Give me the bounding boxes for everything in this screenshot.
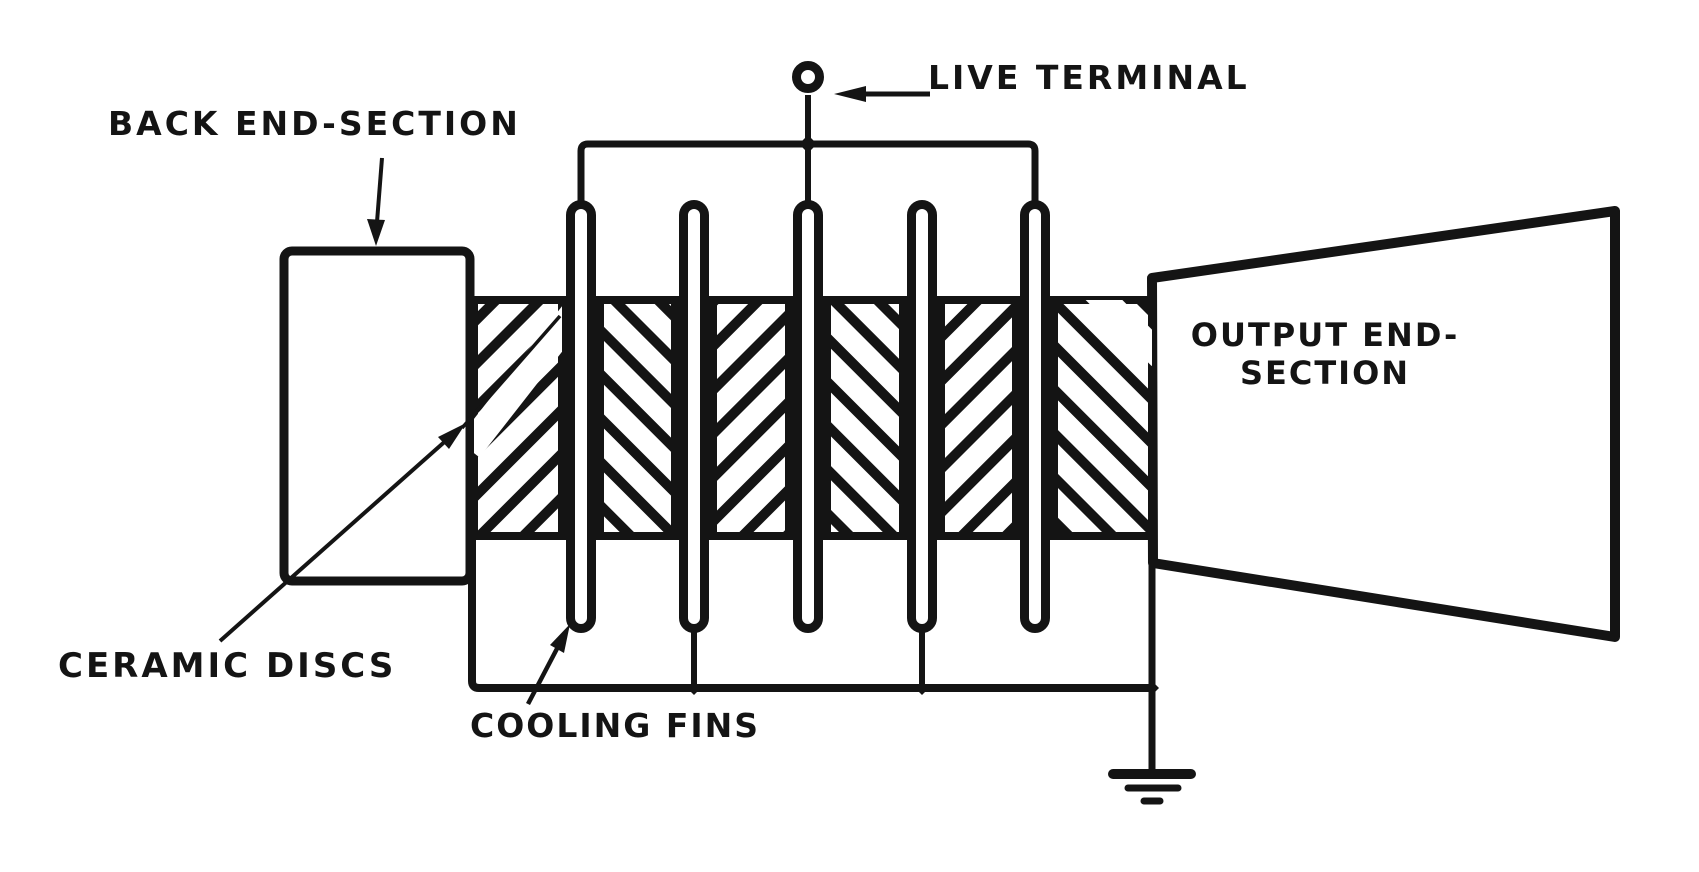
arrowhead (367, 219, 385, 246)
live-bus-wiring (577, 61, 1039, 206)
cooling-fins-label: COOLING FINS (470, 706, 761, 745)
ceramic-disc-segment (937, 296, 1020, 540)
arrowhead (438, 423, 466, 449)
ceramic-discs-label: CERAMIC DISCS (58, 646, 397, 686)
chassis-line (468, 540, 1152, 692)
arrowhead (834, 86, 866, 102)
cooling-fin (907, 200, 937, 633)
back-end-section-leader-arrow (367, 157, 385, 246)
output-end-section-label-line1: OUTPUT END- (1190, 316, 1460, 354)
output-end-section-label-line2: SECTION (1239, 354, 1411, 392)
back-end-section-label: BACK END-SECTION (108, 104, 521, 143)
output-end-section-shape (1147, 206, 1620, 642)
cooling-fin (793, 200, 823, 633)
live-terminal-dot (792, 61, 824, 93)
disc-white-notch (1078, 300, 1152, 366)
arrow-halo-channel (474, 300, 562, 458)
chassis-wiring (468, 540, 1159, 770)
cooling-fin (679, 200, 709, 633)
cooling-fin (566, 200, 596, 633)
ceramic-disc-segment (709, 296, 793, 540)
ceramic-disc-segment (823, 296, 907, 540)
cooling-fins-leader-arrow (526, 624, 570, 706)
arrowhead (550, 624, 570, 653)
chassis-junction-dot (1145, 681, 1159, 695)
cooling-fin (1020, 200, 1050, 633)
live-terminal-arrow (834, 86, 930, 102)
output-end-section-label: OUTPUT END- SECTION (1160, 316, 1490, 392)
ceramic-discs-leader-arrow (218, 314, 562, 643)
ceramic-disc-stack (470, 296, 1156, 540)
bus-junction-dot (799, 135, 817, 153)
chassis-junction-dot (915, 681, 929, 695)
ground-symbol (1108, 769, 1196, 805)
ceramic-disc-segment (596, 296, 679, 540)
live-terminal-label: LIVE TERMINAL (928, 58, 1250, 97)
chassis-junction-dot (687, 681, 701, 695)
back-end-section-shape (279, 246, 475, 586)
